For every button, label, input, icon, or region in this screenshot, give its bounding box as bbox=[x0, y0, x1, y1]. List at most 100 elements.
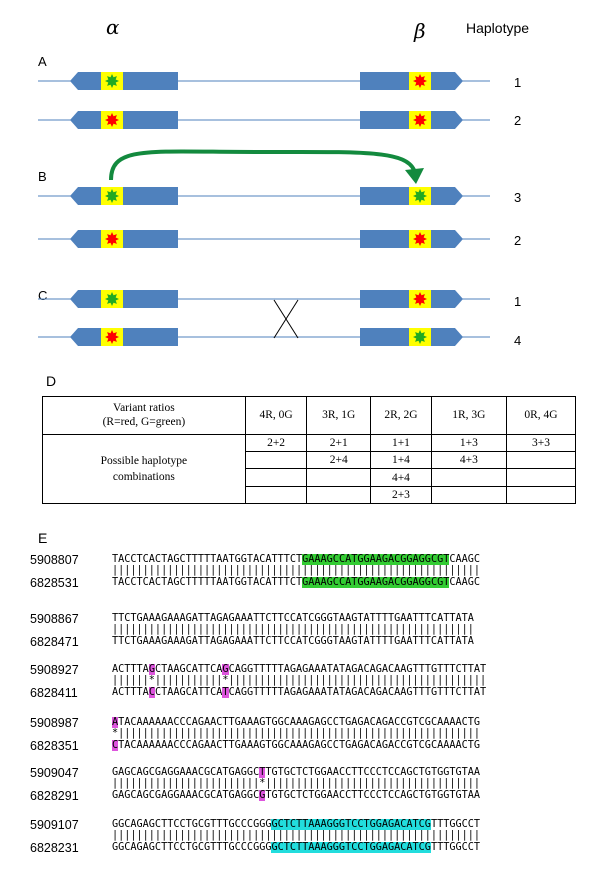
gene-conversion-arrow bbox=[109, 149, 416, 181]
haplotype-b2: 2 bbox=[514, 233, 521, 248]
green-variant-icon bbox=[413, 330, 427, 344]
haplotype-diagram: α β Haplotype A B C 1 2 3 2 1 4 bbox=[38, 15, 529, 348]
alignment-block: 5909047 GAGCAGCGAGGAAACGCATGAGGCTTGTGCTCT… bbox=[0, 761, 614, 811]
match-bars: ||||||*|||||||||||*|||||||||||||||||||||… bbox=[112, 675, 487, 686]
haplotype-b1: 3 bbox=[514, 190, 521, 205]
alpha-gene bbox=[70, 328, 178, 346]
green-variant-icon bbox=[105, 189, 119, 203]
sequence-line: GGCAGAGCTTCCTGCGTTTGCCCGGGGCTCTTAAAGGGTC… bbox=[112, 842, 481, 853]
sequence-line: GAGCAGCGAGGAAACGCATGAGGCTTGTGCTCTGGAACCT… bbox=[112, 767, 481, 778]
alpha-gene bbox=[70, 187, 178, 205]
panel-d-label: D bbox=[46, 373, 57, 389]
match-bars: ||||||||||||||||||||||||||||||||||||||||… bbox=[112, 565, 481, 576]
red-variant-icon bbox=[105, 330, 119, 344]
col-0r-4g: 0R, 4G bbox=[505, 396, 577, 435]
match-bars: ||||||||||||||||||||||||||||||||||||||||… bbox=[112, 830, 481, 841]
table-cell: 2+2 bbox=[244, 433, 308, 453]
red-variant-icon bbox=[413, 113, 427, 127]
table-cell: 4+3 bbox=[430, 451, 507, 470]
match-bars: ||||||||||||||||||||||||*|||||||||||||||… bbox=[112, 778, 481, 789]
position-label: 6828531 bbox=[30, 576, 79, 590]
position-label: 6828351 bbox=[30, 739, 79, 753]
sequence-line: GGCAGAGCTTCCTGCGTTTGCCCGGGGCTCTTAAAGGGTC… bbox=[112, 819, 481, 830]
position-label: 5908927 bbox=[30, 663, 79, 677]
table-cell: 2+1 bbox=[306, 433, 372, 453]
position-label: 6828291 bbox=[30, 789, 79, 803]
table-cell bbox=[306, 468, 372, 487]
position-label: 5909047 bbox=[30, 766, 79, 780]
sequence-line: TACCTCACTAGCTTTTTAATGGTACATTTCTGAAAGCCAT… bbox=[112, 554, 481, 565]
table-cell: 1+3 bbox=[430, 433, 507, 453]
position-label: 5908807 bbox=[30, 553, 79, 567]
sequence-line: CTACAAAAAACCCAGAACTTGAAAGTGGCAAAGAGCCTGA… bbox=[112, 740, 481, 751]
position-label: 5908867 bbox=[30, 612, 79, 626]
table-cell bbox=[505, 468, 577, 487]
table-header-row: Variant ratios(R=red, G=green) 4R, 0G 3R… bbox=[42, 396, 577, 435]
position-label: 6828231 bbox=[30, 841, 79, 855]
table-row: 2+3 bbox=[43, 485, 577, 505]
table-cell bbox=[306, 485, 372, 505]
haplotype-c2: 4 bbox=[514, 333, 521, 348]
green-variant-icon bbox=[413, 189, 427, 203]
col-3r-1g: 3R, 1G bbox=[306, 396, 372, 435]
table-cell bbox=[244, 485, 308, 505]
table-cell bbox=[505, 485, 577, 505]
position-label: 6828411 bbox=[30, 686, 78, 700]
haplotype-a1: 1 bbox=[514, 75, 521, 90]
red-variant-icon bbox=[413, 232, 427, 246]
table-cell bbox=[244, 451, 308, 470]
red-variant-icon bbox=[413, 292, 427, 306]
green-variant-icon bbox=[105, 74, 119, 88]
sequence-line: ACTTTACCTAAGCATTCATCAGGTTTTTAGAGAAATATAG… bbox=[112, 687, 487, 698]
green-variant-icon bbox=[105, 292, 119, 306]
alpha-gene bbox=[70, 230, 178, 248]
sequence-line: TTCTGAAAGAAAGATTAGAGAAATTCTTCCATCGGGTAAG… bbox=[112, 613, 474, 624]
haplotype-a2: 2 bbox=[514, 113, 521, 128]
red-variant-icon bbox=[105, 113, 119, 127]
alpha-gene bbox=[70, 111, 178, 129]
alpha-label: α bbox=[106, 15, 120, 39]
col-1r-3g: 1R, 3G bbox=[430, 396, 507, 435]
match-bars: *|||||||||||||||||||||||||||||||||||||||… bbox=[112, 728, 481, 739]
table-cell: 2+4 bbox=[306, 451, 372, 470]
position-label: 5908987 bbox=[30, 716, 79, 730]
table-cell: 2+3 bbox=[370, 485, 432, 505]
sequence-line: TTCTGAAAGAAAGATTAGAGAAATTCTTCCATCGGGTAAG… bbox=[112, 636, 474, 647]
sequence-line: GAGCAGCGAGGAAACGCATGAGGCGTGTGCTCTGGAACCT… bbox=[112, 790, 481, 801]
chromosome-rows bbox=[38, 72, 490, 346]
table-cell bbox=[244, 468, 308, 487]
haplotype-title: Haplotype bbox=[466, 20, 529, 36]
sequence-line: ACTTTAGCTAAGCATTCAGCAGGTTTTTAGAGAAATATAG… bbox=[112, 664, 487, 675]
col-4r-0g: 4R, 0G bbox=[244, 396, 308, 435]
sequence-line: ATACAAAAAACCCAGAACTTGAAAGTGGCAAAGAGCCTGA… bbox=[112, 717, 481, 728]
alignment-block: 5908927 ACTTTAGCTAAGCATTCAGCAGGTTTTTAGAGA… bbox=[0, 658, 614, 708]
panel-b-label: B bbox=[38, 169, 47, 184]
red-variant-icon bbox=[413, 74, 427, 88]
table-cell: 4+4 bbox=[370, 468, 432, 487]
panel-e-label: E bbox=[38, 530, 48, 546]
red-variant-icon bbox=[105, 232, 119, 246]
table-cell bbox=[505, 451, 577, 470]
alpha-gene bbox=[70, 72, 178, 90]
crossover-mark bbox=[273, 299, 299, 339]
table-cell: 3+3 bbox=[505, 433, 577, 453]
variant-ratio-table: Variant ratios(R=red, G=green) 4R, 0G 3R… bbox=[42, 396, 577, 505]
match-bars: ||||||||||||||||||||||||||||||||||||||||… bbox=[112, 624, 474, 635]
haplotype-c1: 1 bbox=[514, 294, 521, 309]
arrow-head bbox=[405, 168, 424, 184]
alpha-gene bbox=[70, 290, 178, 308]
panel-c-label: C bbox=[38, 288, 47, 303]
position-label: 5909107 bbox=[30, 818, 79, 832]
table-cell: 1+4 bbox=[370, 451, 432, 470]
alignment-block: 5908987 ATACAAAAAACCCAGAACTTGAAAGTGGCAAAG… bbox=[0, 711, 614, 761]
col-2r-2g: 2R, 2G bbox=[370, 396, 432, 435]
table-header-ratio: Variant ratios(R=red, G=green) bbox=[42, 396, 246, 435]
panel-a-label: A bbox=[38, 54, 47, 69]
beta-label: β bbox=[413, 19, 426, 43]
sequence-line: TACCTCACTAGCTTTTTAATGGTACATTTCTGAAAGCCAT… bbox=[112, 577, 481, 588]
